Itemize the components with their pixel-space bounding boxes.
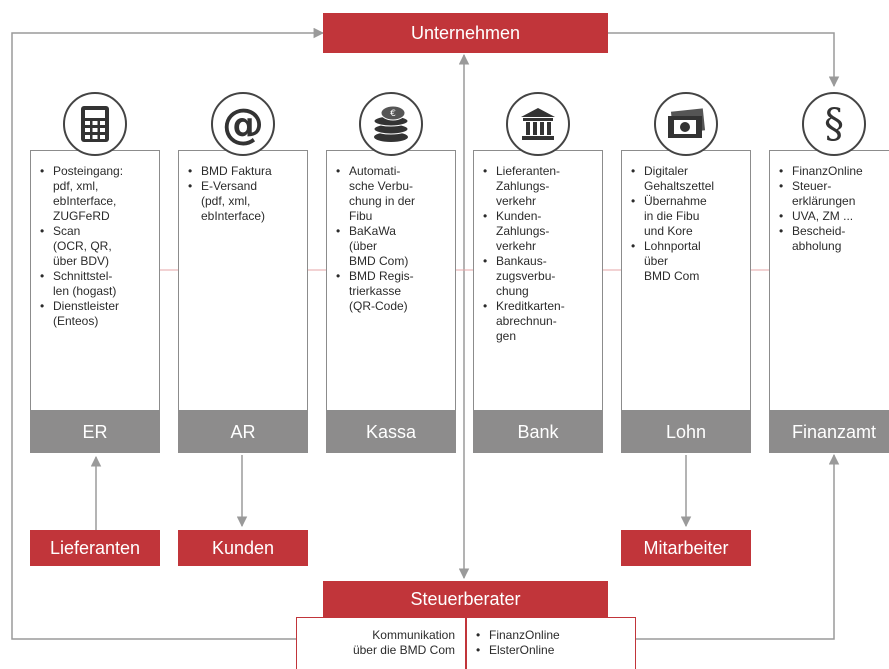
list-item: Posteingang: pdf, xml, ebInterface, ZUGF… — [39, 164, 159, 224]
column-bank: Lieferanten- Zahlungs- verkehr Kunden- Z… — [473, 150, 603, 411]
list-item: BMD Faktura — [187, 164, 307, 179]
column-lohn: Digitaler Gehaltszettel Übernahme in die… — [621, 150, 751, 411]
list-item: FinanzOnline — [475, 628, 635, 643]
list-item: Kunden- Zahlungs- verkehr — [482, 209, 602, 254]
footer-label: Bank — [517, 421, 559, 442]
lieferanten-label: Lieferanten — [49, 537, 141, 558]
calculator-icon — [63, 92, 127, 156]
list-item: Bescheid- abholung — [778, 224, 889, 254]
footer-label: AR — [230, 421, 256, 442]
list-item: Kreditkarten- abrechnun- gen — [482, 299, 602, 344]
lieferanten-box: Lieferanten — [30, 530, 160, 566]
footer-finanzamt: Finanzamt — [769, 411, 889, 453]
steuerberater-box: Steuerberater — [323, 581, 608, 617]
list-item: ElsterOnline — [475, 643, 635, 658]
footer-label: ER — [82, 421, 108, 442]
list-item: E-Versand (pdf, xml, ebInterface) — [187, 179, 307, 224]
svg-text:€: € — [390, 109, 396, 119]
line-unternehmen-finanzamt — [608, 32, 840, 88]
list-item: BMD Regis- trierkasse (QR-Code) — [335, 269, 455, 314]
mitarbeiter-box: Mitarbeiter — [621, 530, 751, 566]
list-item: Lohnportal über BMD Com — [630, 239, 750, 284]
footer-label: Kassa — [365, 421, 417, 442]
footer-kassa: Kassa — [326, 411, 456, 453]
list-item: UVA, ZM ... — [778, 209, 889, 224]
list-item: Scan (OCR, QR, über BDV) — [39, 224, 159, 269]
column-er: Posteingang: pdf, xml, ebInterface, ZUGF… — [30, 150, 160, 411]
list-item: Bankaus- zugsverbu- chung — [482, 254, 602, 299]
steuerberater-portals-panel: FinanzOnline ElsterOnline — [466, 617, 636, 669]
steuerberater-communication-panel: Kommunikation über die BMD Com — [296, 617, 466, 669]
list-item: FinanzOnline — [778, 164, 889, 179]
list-item: Schnittstel- len (hogast) — [39, 269, 159, 299]
unternehmen-label: Unternehmen — [410, 22, 521, 43]
column-kassa: Automati- sche Verbu- chung in der Fibu … — [326, 150, 456, 411]
footer-bank: Bank — [473, 411, 603, 453]
steuerberater-label: Steuerberater — [410, 588, 521, 609]
communication-text: Kommunikation über die BMD Com — [352, 628, 455, 657]
line-finanzamt-steuerberater — [636, 453, 840, 640]
mitarbeiter-label: Mitarbeiter — [643, 537, 729, 558]
footer-lohn: Lohn — [621, 411, 751, 453]
footer-label: Finanzamt — [791, 421, 877, 442]
at-sign-icon: @ — [211, 92, 275, 156]
footer-label: Lohn — [665, 421, 707, 442]
list-item: Automati- sche Verbu- chung in der Fibu — [335, 164, 455, 224]
money-banknotes-icon — [654, 92, 718, 156]
list-item: Lieferanten- Zahlungs- verkehr — [482, 164, 602, 209]
list-item: BaKaWa (über BMD Com) — [335, 224, 455, 269]
column-finanzamt: FinanzOnline Steuer- erklärungen UVA, ZM… — [769, 150, 889, 411]
paragraph-sign-icon: § — [802, 92, 866, 156]
kunden-box: Kunden — [178, 530, 308, 566]
list-item: Steuer- erklärungen — [778, 179, 889, 209]
column-ar: BMD Faktura E-Versand (pdf, xml, ebInter… — [178, 150, 308, 411]
footer-er: ER — [30, 411, 160, 453]
unternehmen-box: Unternehmen — [323, 13, 608, 53]
list-item: Dienstleister (Enteos) — [39, 299, 159, 329]
kunden-label: Kunden — [211, 537, 275, 558]
list-item: Digitaler Gehaltszettel — [630, 164, 750, 194]
footer-ar: AR — [178, 411, 308, 453]
bank-building-icon — [506, 92, 570, 156]
coins-icon: € — [359, 92, 423, 156]
line-left-loop — [11, 27, 325, 640]
list-item: Übernahme in die Fibu und Kore — [630, 194, 750, 239]
